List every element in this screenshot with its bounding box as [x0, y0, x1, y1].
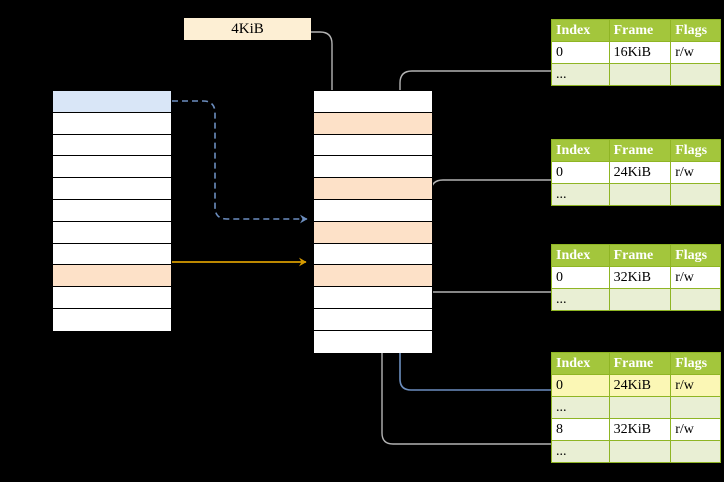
cell-frame: 24KiB [608, 374, 672, 397]
frame-table-row[interactable]: ... [551, 440, 721, 463]
cell-flags: r/w [670, 41, 721, 64]
cell-flags [670, 183, 721, 206]
cell-frame: 32KiB [608, 266, 672, 289]
physical-frame-row-1 [314, 112, 432, 135]
cell-flags: r/w [670, 266, 721, 289]
cell-index: ... [551, 396, 610, 419]
physical-frame-row-10 [314, 308, 432, 331]
cell-index: ... [551, 63, 610, 86]
cell-index: 0 [551, 161, 610, 184]
cell-index: ... [551, 183, 610, 206]
cell-frame: 16KiB [608, 41, 672, 64]
cell-flags [670, 396, 721, 419]
cell-frame [608, 440, 672, 463]
column-header-index: Index [551, 139, 610, 162]
cell-index: 0 [551, 374, 610, 397]
frame-table-row[interactable]: ... [551, 183, 721, 206]
virtual-page-row-1 [53, 112, 171, 135]
frame-table-row[interactable]: ... [551, 63, 721, 86]
column-header-frame: Frame [608, 352, 672, 375]
virtual-page-row-2 [53, 134, 171, 157]
virtual-page-row-9 [53, 287, 171, 309]
wire-virtual-blue-dashed [172, 100, 308, 224]
virtual-page-row-6 [53, 221, 171, 244]
cell-flags [670, 63, 721, 86]
physical-frame-row-8 [314, 265, 432, 288]
frame-table-row[interactable]: ... [551, 396, 721, 419]
physical-frame-row-0 [314, 91, 432, 113]
cell-flags: r/w [670, 161, 721, 184]
column-header-index: Index [551, 19, 610, 42]
virtual-page-row-4 [53, 178, 171, 200]
virtual-page-row-8 [53, 265, 171, 288]
column-header-index: Index [551, 244, 610, 267]
physical-frame-row-3 [314, 156, 432, 179]
column-header-frame: Frame [608, 139, 672, 162]
virtual-page-row-3 [53, 156, 171, 179]
column-header-index: Index [551, 352, 610, 375]
cell-frame [608, 183, 672, 206]
physical-frame-row-6 [314, 221, 432, 244]
cell-flags: r/w [670, 418, 721, 441]
cell-flags [670, 440, 721, 463]
wire-table2-to-frame [419, 266, 551, 293]
virtual-address-space-table [52, 90, 172, 331]
virtual-page-row-0 [53, 91, 171, 113]
column-header-flags: Flags [670, 244, 721, 267]
cell-frame: 24KiB [608, 161, 672, 184]
physical-memory-table [313, 90, 433, 353]
physical-frame-row-5 [314, 199, 432, 222]
virtual-page-row-5 [53, 199, 171, 222]
virtual-page-row-7 [53, 243, 171, 266]
virtual-page-row-10 [53, 308, 171, 331]
cell-frame [608, 63, 672, 86]
cell-flags: r/w [670, 374, 721, 397]
physical-frame-row-11 [314, 330, 432, 353]
frame-table-row[interactable]: ... [551, 288, 721, 311]
physical-frame-row-9 [314, 287, 432, 309]
column-header-flags: Flags [670, 19, 721, 42]
physical-frame-row-7 [314, 243, 432, 266]
cell-index: 0 [551, 41, 610, 64]
page-size-label: 4KiB [184, 18, 311, 40]
cell-index: ... [551, 440, 610, 463]
column-header-flags: Flags [670, 139, 721, 162]
column-header-frame: Frame [608, 19, 672, 42]
column-header-frame: Frame [608, 244, 672, 267]
cell-index: 0 [551, 266, 610, 289]
cell-flags [670, 288, 721, 311]
wire-table1-to-frame [419, 179, 551, 226]
column-header-flags: Flags [670, 352, 721, 375]
physical-frame-row-4 [314, 178, 432, 200]
cell-frame [608, 288, 672, 311]
cell-frame: 32KiB [608, 418, 672, 441]
cell-index: ... [551, 288, 610, 311]
physical-frame-row-2 [314, 134, 432, 157]
cell-index: 8 [551, 418, 610, 441]
cell-frame [608, 396, 672, 419]
